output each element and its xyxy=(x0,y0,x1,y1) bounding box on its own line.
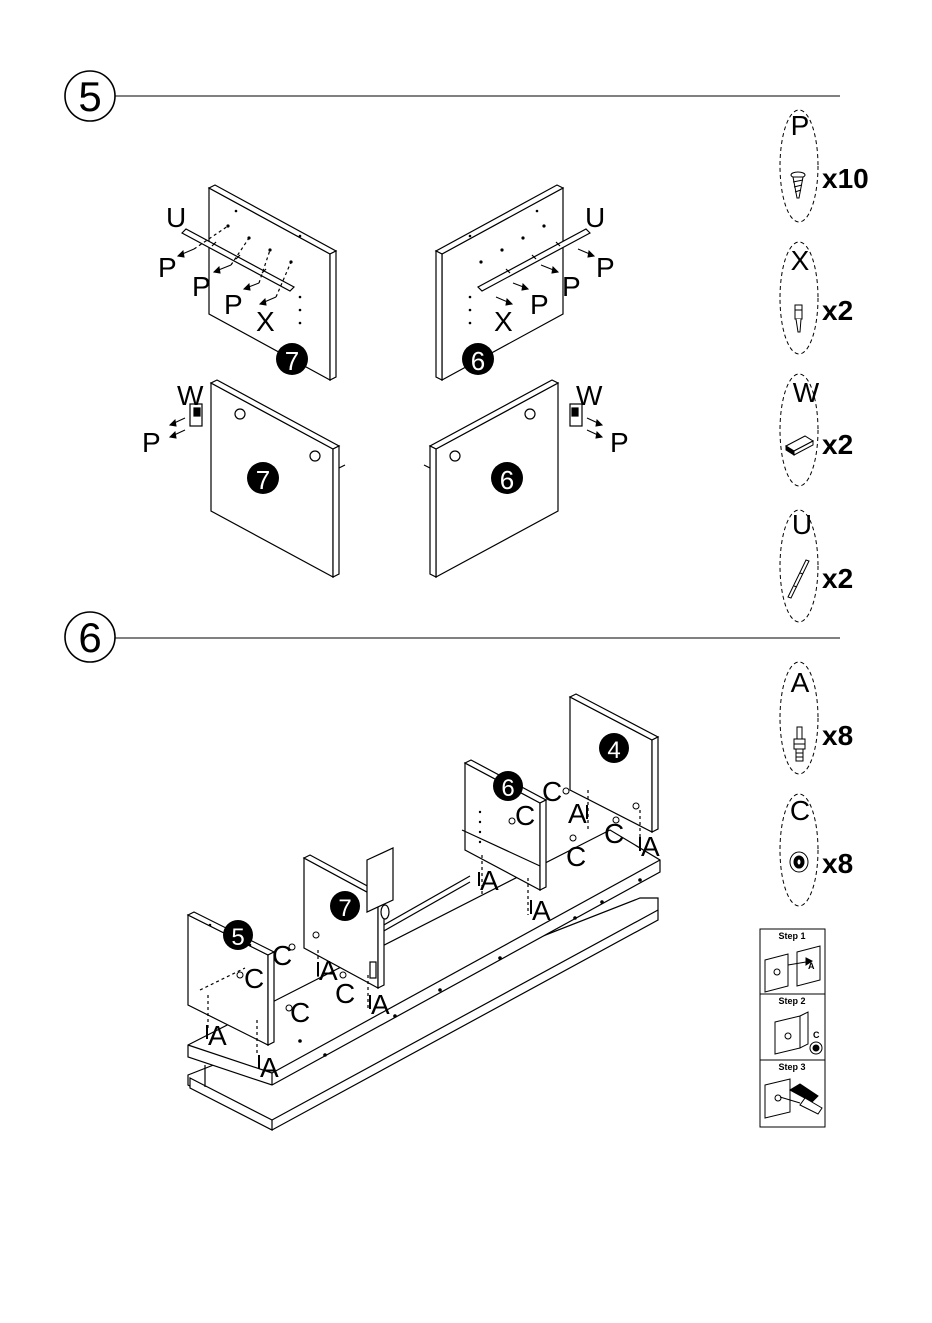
cam-lock-instructions: Step 1 A Step 2 C Step 3 xyxy=(760,929,825,1127)
screw-icon xyxy=(791,172,805,198)
hardware-item-c: C x8 xyxy=(780,794,853,906)
callout-a-8: A xyxy=(641,831,660,862)
callout-p-left-4: P xyxy=(142,427,161,458)
callout-p-left-1: P xyxy=(158,252,177,283)
hinge-icon xyxy=(786,436,813,455)
callout-a-7: A xyxy=(568,798,587,829)
step6-badge-5-label: 5 xyxy=(231,924,244,951)
hardware-a-qty: x8 xyxy=(822,720,853,751)
cam-step2-title: Step 2 xyxy=(778,996,805,1006)
callout-a-5: A xyxy=(480,865,499,896)
hardware-x-qty: x2 xyxy=(822,295,853,326)
hardware-item-a: A x8 xyxy=(780,662,853,774)
cam-lock-icon xyxy=(790,852,808,872)
callout-u-right: U xyxy=(585,202,605,233)
callout-p-left-3: P xyxy=(224,289,243,320)
step5-badge-6-bottom-label: 6 xyxy=(500,465,514,495)
hardware-w-letter: W xyxy=(793,377,820,408)
callout-c-6: C xyxy=(542,776,562,807)
step5-badge-6-top-label: 6 xyxy=(471,346,485,376)
step5-badge-7-top-label: 7 xyxy=(285,346,299,376)
callout-x-left: X xyxy=(256,306,275,337)
step-5-number: 5 xyxy=(78,73,101,120)
callout-c-7: C xyxy=(604,818,624,849)
callout-c-1: C xyxy=(272,940,292,971)
callout-c-3: C xyxy=(290,997,310,1028)
step5-badge-7-bottom-label: 7 xyxy=(256,465,270,495)
callout-c-4: C xyxy=(335,978,355,1009)
hardware-item-x: X x2 xyxy=(780,242,853,354)
step6-badge-7-label: 7 xyxy=(338,895,351,922)
cam-step1-title: Step 1 xyxy=(778,931,805,941)
hardware-item-w: W x2 xyxy=(780,374,853,486)
callout-w-right: W xyxy=(576,380,603,411)
hardware-w-qty: x2 xyxy=(822,429,853,460)
callout-a-1: A xyxy=(208,1020,227,1051)
hardware-p-qty: x10 xyxy=(822,163,869,194)
step-6-header: 6 xyxy=(65,612,840,662)
callout-a-4: A xyxy=(371,989,390,1020)
cam-step3-title: Step 3 xyxy=(778,1062,805,1072)
callout-c-8: C xyxy=(566,841,586,872)
callout-x-right: X xyxy=(494,306,513,337)
callout-p-right-1: P xyxy=(596,252,615,283)
callout-p-right-2: P xyxy=(562,271,581,302)
callout-c-5: C xyxy=(515,800,535,831)
callout-c-2: C xyxy=(244,963,264,994)
callout-a-2: A xyxy=(260,1052,279,1083)
step6-badge-4-label: 4 xyxy=(607,737,620,764)
connector-bar-icon xyxy=(788,560,809,598)
cam-step2-label-c: C xyxy=(813,1030,820,1040)
callout-a-3: A xyxy=(319,955,338,986)
dowel-bolt-icon xyxy=(794,727,805,761)
hardware-u-qty: x2 xyxy=(822,563,853,594)
callout-w-left: W xyxy=(177,380,204,411)
cam-step1-label-a: A xyxy=(808,961,815,971)
hardware-a-letter: A xyxy=(791,667,810,698)
step-5-header: 5 xyxy=(65,71,840,121)
hardware-x-letter: X xyxy=(791,245,810,276)
callout-a-6: A xyxy=(532,895,551,926)
hardware-item-u: U x2 xyxy=(780,509,853,622)
hardware-item-p: P x10 xyxy=(780,110,869,222)
hardware-c-qty: x8 xyxy=(822,848,853,879)
cam-bolt-icon xyxy=(795,305,802,332)
hardware-u-letter: U xyxy=(792,509,812,540)
hardware-c-letter: C xyxy=(790,795,810,826)
callout-p-right-3: P xyxy=(530,289,549,320)
hardware-p-letter: P xyxy=(791,110,810,141)
callout-p-right-4: P xyxy=(610,427,629,458)
step6-badge-6-label: 6 xyxy=(501,775,514,802)
callout-u-left: U xyxy=(166,202,186,233)
callout-p-left-2: P xyxy=(192,271,211,302)
step-6-number: 6 xyxy=(78,614,101,661)
